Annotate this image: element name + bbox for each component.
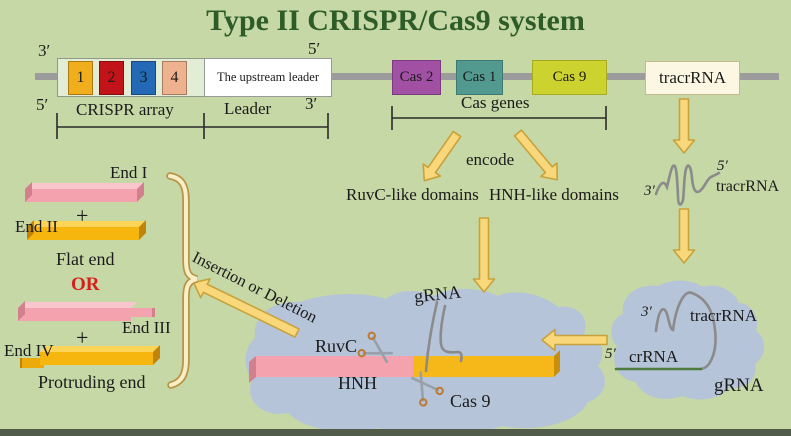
grna-to-complex-arrow [541,328,608,352]
complex-grna-label: gRNA [413,281,462,307]
encode-label: encode [466,150,515,169]
domains-down-arrow [472,217,496,293]
target-dna-right-bevel [554,350,560,377]
grna-tracrrna-label: tracrRNA [690,306,758,325]
repeat-box-2: 2 [99,61,124,95]
tracrrna-gene-box: tracrRNA [645,61,740,95]
tracr-hairpin-squiggle [654,164,721,206]
scissors-hnh-icon [411,371,444,407]
target-dna-orange-bar [413,356,554,377]
or-label: OR [71,274,100,295]
target-dna-pink-bar [256,356,413,377]
top-left-prime-label: 3′ [38,41,51,60]
repeat-box-3: 3 [131,61,156,95]
ruvc-site-label: RuvC [315,336,358,356]
end-iv-label: End IV [4,341,54,360]
cas1-gene-box: Cas 1 [456,60,503,95]
end-iii-label: End III [122,318,171,337]
scissors-ruvc-icon [357,331,394,364]
end-i-bar-top [25,183,143,189]
plus-sign-1: + [76,203,89,228]
end-i-bar-front [25,189,137,202]
end-ii-label: End II [15,217,58,236]
cas2-gene-box: Cas 2 [392,60,441,95]
page-title: Type II CRISPR/Cas9 system [206,4,585,37]
tracr-five-prime-label: 5′ [717,158,728,174]
repeat-box-4: 4 [162,61,187,95]
bottom-right-prime-label: 3′ [305,94,318,113]
crrna-label: crRNA [629,347,679,366]
complex-grna-squiggle-foot [439,304,463,363]
end-i-label: End I [110,163,148,182]
cas-genes-label: Cas genes [461,93,530,112]
complex-grna-squiggle [424,300,439,373]
cas9-gene-box: Cas 9 [532,60,607,95]
ruvc-domains-label: RuvC-like domains [346,185,479,204]
tracr-three-prime-label: 3′ [644,183,655,199]
indel-arrow [192,278,300,338]
end-ii-bar-front [27,227,139,240]
grna-tracrrna-squiggle [654,291,717,371]
end-iii-bar-front [18,308,131,321]
grna-three-prime-label: 3′ [641,304,652,320]
cas-genes-bracket [391,106,607,130]
target-dna-left-bevel [249,356,256,383]
outcome-curly-brace [166,172,199,389]
tracrrna-down-arrow-2 [672,208,696,264]
top-right-prime-label: 5′ [308,39,321,58]
tracrrna-down-arrow-1 [672,98,696,154]
end-iv-bar-front [40,352,153,365]
bottom-left-prime-label: 5′ [36,95,49,114]
end-iv-bar-top [40,346,159,352]
encode-left-arrow [422,130,462,182]
hnh-domains-label: HNH-like domains [489,185,619,204]
grna-label: gRNA [714,375,764,396]
crispr-array-label: CRISPR array [76,100,174,119]
upstream-leader-box: The upstream leader [204,58,332,97]
repeat-box-1: 1 [68,61,93,95]
end-iii-overhang [131,308,155,317]
protruding-end-label: Protruding end [38,372,146,392]
end-iii-bar-top [18,302,137,308]
grna-five-prime-label: 5′ [605,346,616,362]
plus-sign-2: + [76,325,89,350]
cas9-protein-label: Cas 9 [450,391,491,411]
array-leader-bracket [56,113,329,139]
bottom-edge-strip [0,429,791,436]
end-iv-overhang [20,358,44,368]
hnh-site-label: HNH [338,373,377,393]
leader-label: Leader [224,99,272,118]
encode-right-arrow [513,129,559,181]
tracr-hairpin-label: tracrRNA [716,178,780,195]
flat-end-label: Flat end [56,249,115,269]
